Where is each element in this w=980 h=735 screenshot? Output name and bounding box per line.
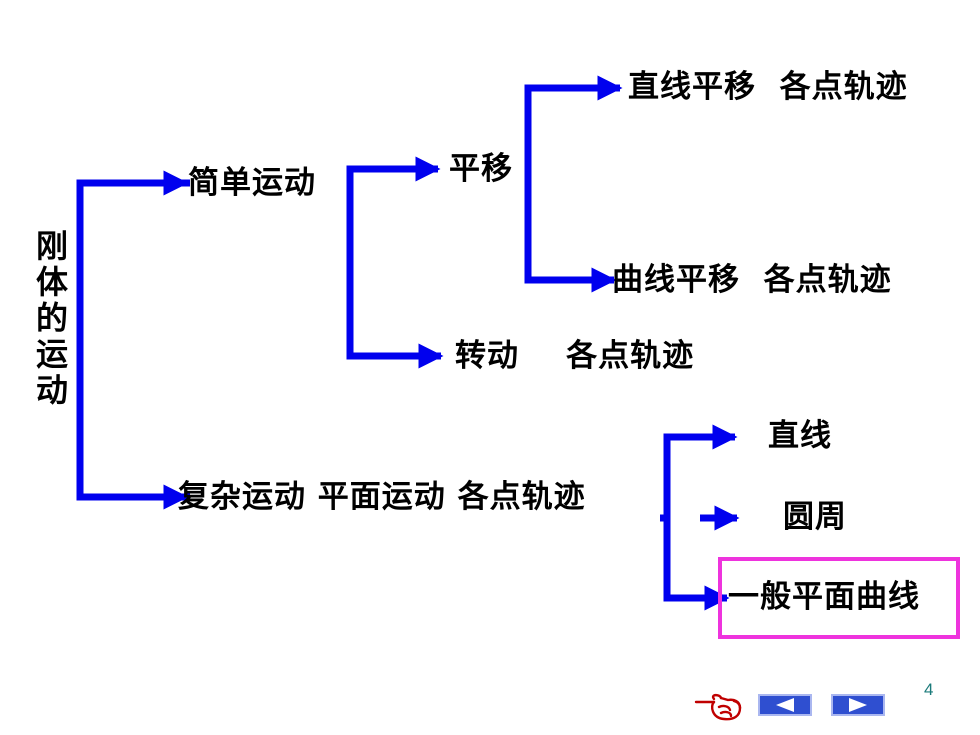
label-simple-motion: 简单运动 bbox=[188, 165, 316, 201]
root-bracket bbox=[76, 179, 190, 501]
simple-bracket bbox=[346, 165, 400, 360]
prev-slide-button[interactable] bbox=[758, 694, 812, 716]
triangle-left-icon bbox=[776, 698, 794, 712]
label-linear-translation: 直线平移 各点轨迹 bbox=[628, 69, 908, 105]
pointing-hand-icon[interactable] bbox=[694, 690, 748, 728]
next-slide-button[interactable] bbox=[831, 694, 885, 716]
label-circle: 圆周 bbox=[783, 499, 847, 535]
highlight-box bbox=[718, 557, 960, 639]
label-translation: 平移 bbox=[449, 151, 513, 187]
label-complex-motion: 复杂运动 平面运动 各点轨迹 bbox=[178, 479, 586, 515]
label-plane-curve: 一般平面曲线 bbox=[728, 579, 920, 615]
label-straight-line: 直线 bbox=[768, 418, 832, 454]
triangle-right-icon bbox=[849, 698, 867, 712]
page-number: 4 bbox=[924, 680, 934, 699]
root-label: 刚体的运动 bbox=[35, 227, 68, 409]
label-rotation: 转动 各点轨迹 bbox=[455, 338, 695, 374]
label-curvilinear-translation: 曲线平移 各点轨迹 bbox=[612, 262, 892, 298]
translation-bracket bbox=[524, 84, 580, 284]
